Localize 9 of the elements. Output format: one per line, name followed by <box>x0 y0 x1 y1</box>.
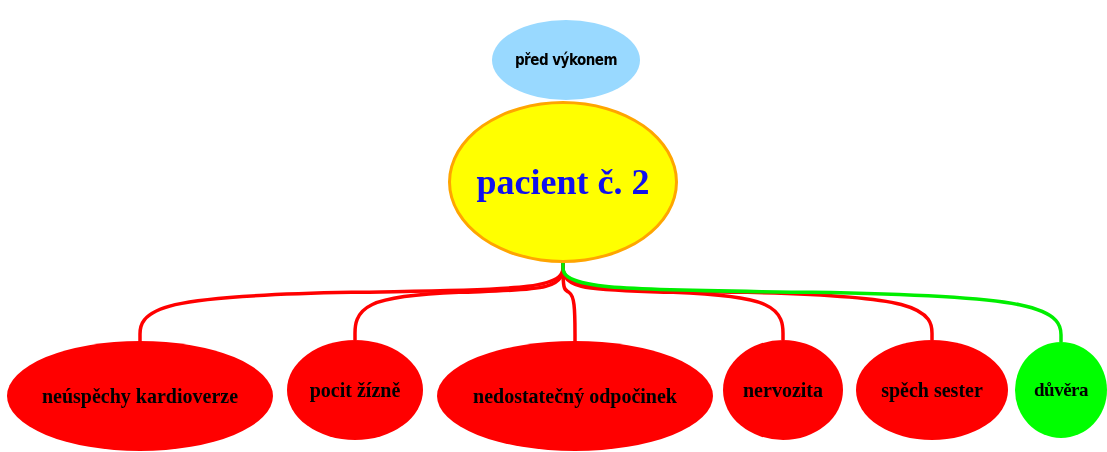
node-label: důvěra <box>1034 379 1088 401</box>
node-label: pocit žízně <box>309 378 401 402</box>
node-label: nedostatečný odpočinek <box>473 384 677 408</box>
node-label: nervozita <box>743 378 823 402</box>
node-label: neúspěchy kardioverze <box>41 384 239 408</box>
node-label: před výkonem <box>514 51 618 69</box>
connector-line <box>561 263 1063 342</box>
node-label: pacient č. 2 <box>476 161 650 203</box>
node-label: spěch sester <box>881 378 983 402</box>
